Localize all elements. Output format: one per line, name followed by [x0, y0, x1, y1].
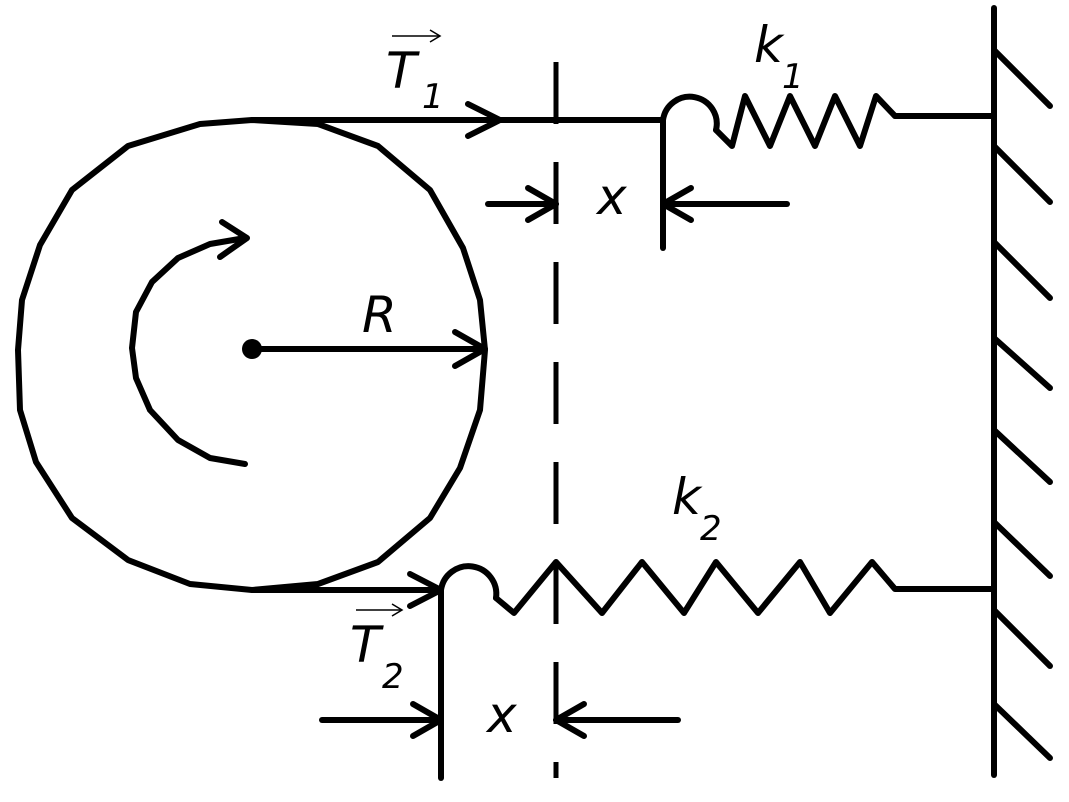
label-x-bottom: x	[485, 686, 517, 744]
bottom-hook	[438, 563, 500, 601]
wall-hatching	[991, 47, 1053, 761]
radius-arrowhead	[452, 329, 488, 369]
svg-text:k: k	[754, 16, 785, 74]
label-T2: T 2	[350, 603, 404, 697]
tension-top-arrowhead	[465, 101, 503, 139]
rotation-arrowhead	[217, 219, 250, 260]
label-x-top: x	[595, 168, 627, 226]
svg-text:2: 2	[382, 657, 404, 697]
top-x-right-arrowhead	[660, 185, 694, 223]
label-R: R	[362, 286, 397, 344]
label-k2: k 2	[672, 468, 722, 549]
svg-text:2: 2	[700, 509, 722, 549]
svg-text:T: T	[386, 42, 420, 100]
rotation-arrow	[129, 235, 248, 467]
svg-text:k: k	[672, 468, 703, 526]
bottom-x-right-arrowhead	[553, 701, 587, 739]
svg-text:T: T	[350, 616, 384, 674]
svg-text:1: 1	[422, 77, 444, 117]
top-hook	[660, 93, 720, 133]
label-T1: T 1	[386, 29, 444, 117]
label-k1: k 1	[754, 16, 804, 97]
bottom-x-left-arrowhead	[410, 701, 444, 739]
svg-text:1: 1	[782, 57, 804, 97]
spring-k2	[493, 559, 997, 616]
top-x-left-arrowhead	[525, 185, 559, 223]
spring-k1	[713, 93, 997, 149]
